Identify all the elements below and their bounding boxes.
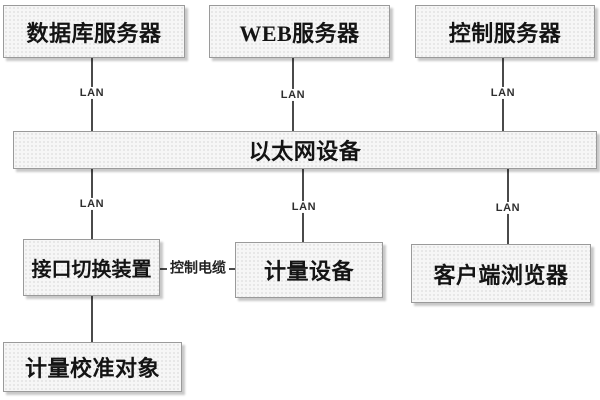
node-control-server: 控制服务器 xyxy=(415,5,595,58)
node-web-server: WEB服务器 xyxy=(209,5,390,58)
node-client-browser: 客户端浏览器 xyxy=(411,244,591,303)
lan-label-control: LAN xyxy=(487,86,519,100)
lan-label-database: LAN xyxy=(76,86,108,100)
node-database-server: 数据库服务器 xyxy=(3,5,185,58)
lan-label-web: LAN xyxy=(277,88,309,102)
node-interface-switcher: 接口切换装置 xyxy=(23,239,160,296)
node-calibration-target: 计量校准对象 xyxy=(3,342,182,392)
control-cable-label: 控制电缆 xyxy=(167,261,229,277)
node-ethernet-device: 以太网设备 xyxy=(13,131,597,169)
lan-label-browser: LAN xyxy=(492,201,524,215)
node-metering-device: 计量设备 xyxy=(235,242,383,298)
connector-switcher-to-calibration xyxy=(91,296,93,342)
lan-label-meter: LAN xyxy=(288,200,320,214)
lan-label-switcher: LAN xyxy=(76,197,108,211)
